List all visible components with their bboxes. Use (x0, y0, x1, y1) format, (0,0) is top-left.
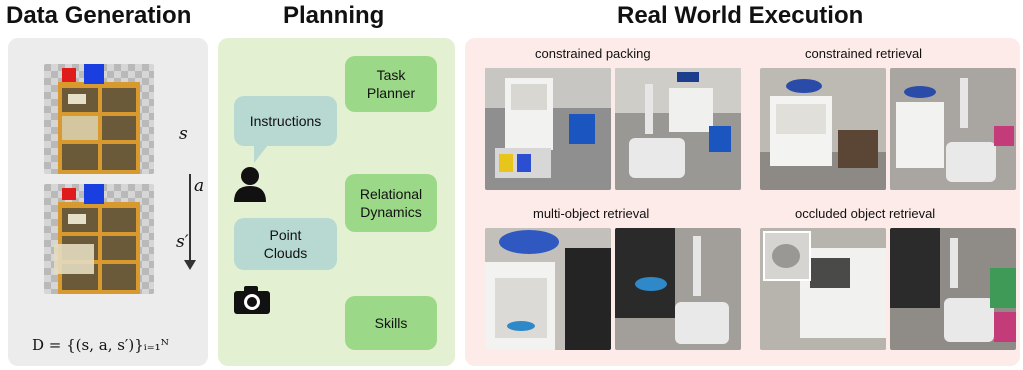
execution-panel: constrained packing constrained retrieva… (465, 38, 1020, 366)
photo-occluded-object-retrieval-robot (890, 228, 1016, 350)
next-state-symbol: s′ (176, 232, 189, 252)
skills-box: Skills (345, 296, 437, 350)
simulation-image-before (44, 64, 154, 174)
point-clouds-label: Point Clouds (263, 227, 308, 261)
relational-dynamics-label: Relational Dynamics (359, 186, 423, 220)
action-symbol: a (194, 176, 205, 196)
data-generation-title: Data Generation (6, 2, 192, 29)
instructions-label: Instructions (249, 113, 322, 129)
task-caption-constrained-packing: constrained packing (535, 46, 651, 61)
camera-icon (234, 286, 270, 314)
dataset-formula: D = {(s, a, s′)}ᵢ₌₁ᴺ (32, 336, 169, 354)
data-generation-panel: s a s′ D = {(s, a, s′)}ᵢ₌₁ᴺ (8, 38, 208, 366)
task-planner-box: Task Planner (345, 56, 437, 112)
photo-constrained-packing-scene (485, 68, 611, 190)
person-icon (234, 167, 266, 202)
transition-arrow (189, 174, 191, 266)
photo-constrained-packing-robot (615, 68, 741, 190)
point-clouds-box: Point Clouds (234, 218, 337, 270)
task-planner-label: Task Planner (366, 67, 416, 101)
photo-occluded-object-retrieval-scene (760, 228, 886, 350)
planning-panel: Instructions Point Clouds Task Planner R… (218, 38, 455, 366)
speech-bubble-tail (254, 145, 268, 163)
relational-dynamics-box: Relational Dynamics (345, 174, 437, 232)
simulation-image-after (44, 184, 154, 294)
state-symbol: s (179, 124, 188, 144)
photo-multi-object-retrieval-scene (485, 228, 611, 350)
photo-multi-object-retrieval-robot (615, 228, 741, 350)
task-caption-occluded-object-retrieval: occluded object retrieval (795, 206, 936, 221)
instructions-box: Instructions (234, 96, 337, 146)
photo-constrained-retrieval-scene (760, 68, 886, 190)
planning-title: Planning (283, 2, 385, 29)
task-caption-multi-object-retrieval: multi-object retrieval (533, 206, 650, 221)
skills-label: Skills (374, 315, 408, 331)
task-caption-constrained-retrieval: constrained retrieval (805, 46, 923, 61)
execution-title: Real World Execution (617, 2, 864, 29)
photo-constrained-retrieval-robot (890, 68, 1016, 190)
arrow-head-icon (184, 260, 196, 270)
